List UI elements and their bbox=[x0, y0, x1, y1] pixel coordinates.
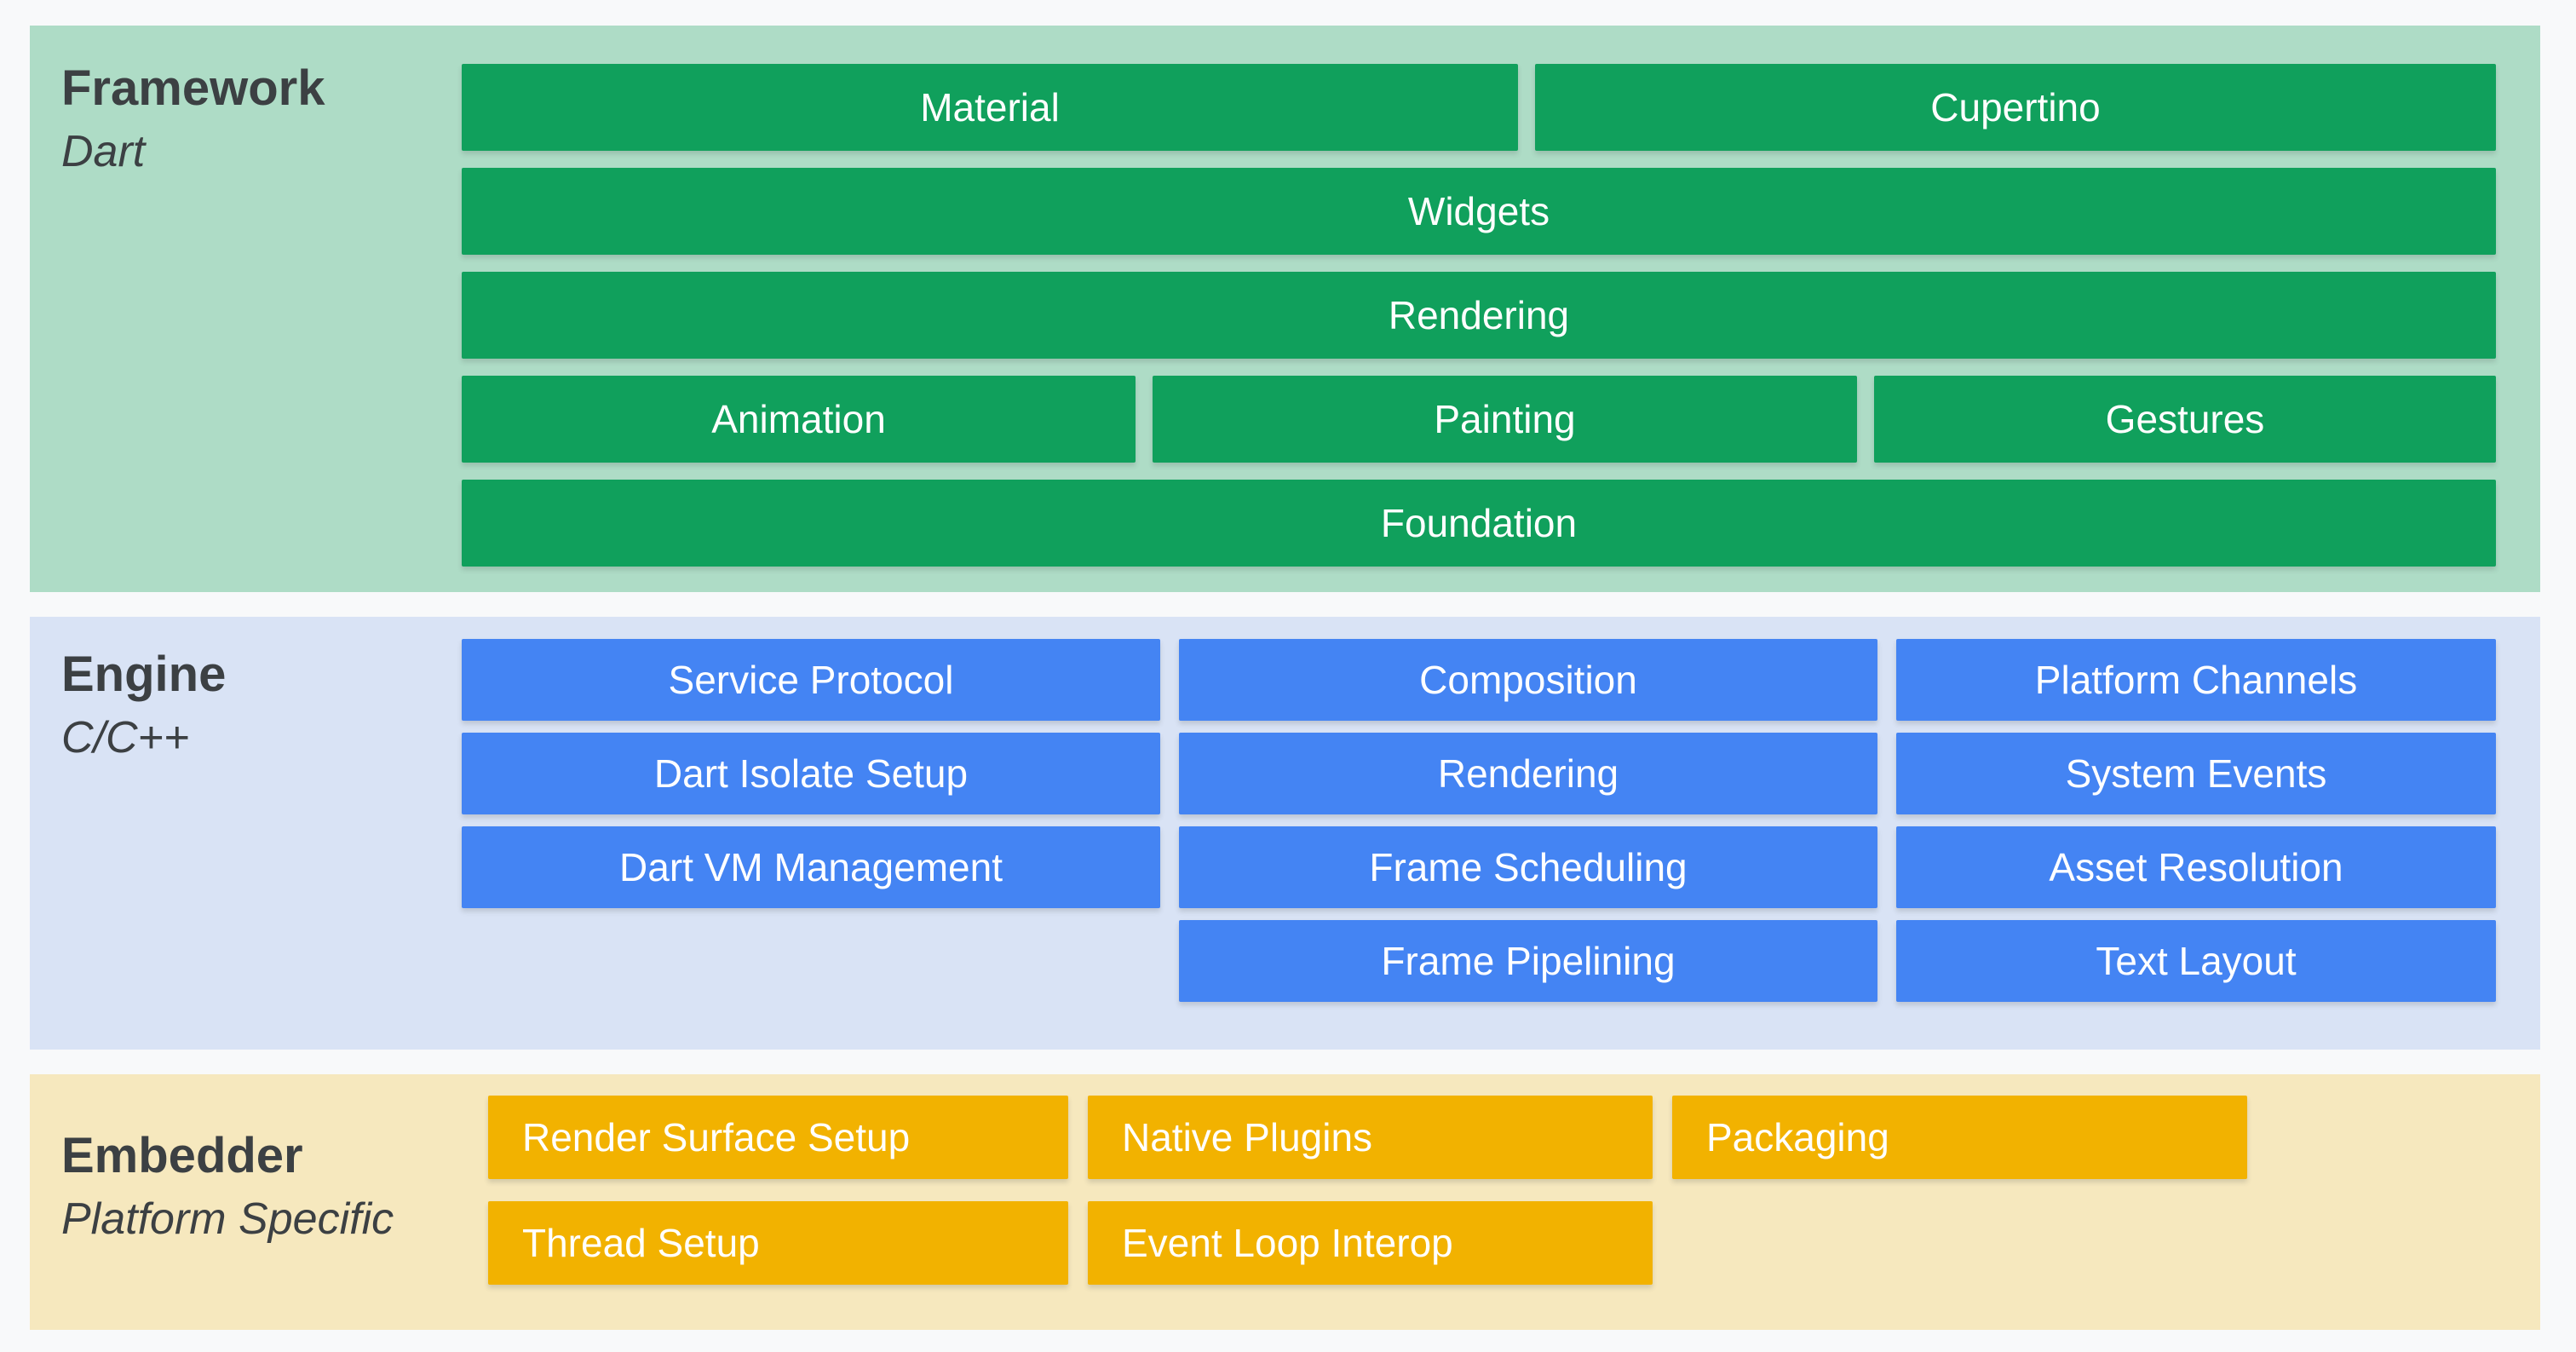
framework-subtitle: Dart bbox=[61, 127, 146, 176]
framework-layer: Framework Dart Material Cupertino Widget… bbox=[30, 26, 2540, 592]
framework-row-3: Rendering bbox=[462, 272, 2496, 359]
framework-row-2: Widgets bbox=[462, 168, 2496, 255]
embedder-column-1: Render Surface Setup Thread Setup bbox=[488, 1096, 1068, 1285]
box-packaging: Packaging bbox=[1672, 1096, 2247, 1179]
engine-label: Engine C/C++ bbox=[61, 642, 226, 768]
embedder-label: Embedder Platform Specific bbox=[61, 1124, 394, 1250]
box-service-protocol: Service Protocol bbox=[462, 639, 1160, 721]
box-foundation: Foundation bbox=[462, 480, 2496, 567]
framework-title: Framework bbox=[61, 60, 325, 116]
engine-subtitle: C/C++ bbox=[61, 713, 190, 762]
box-frame-scheduling: Frame Scheduling bbox=[1179, 826, 1877, 908]
box-event-loop-interop: Event Loop Interop bbox=[1088, 1201, 1653, 1285]
framework-label: Framework Dart bbox=[61, 56, 325, 182]
box-system-events: System Events bbox=[1896, 733, 2496, 814]
engine-layer: Engine C/C++ Service Protocol Dart Isola… bbox=[30, 617, 2540, 1050]
embedder-layer: Embedder Platform Specific Render Surfac… bbox=[30, 1074, 2540, 1330]
box-gestures: Gestures bbox=[1874, 376, 2496, 463]
embedder-subtitle: Platform Specific bbox=[61, 1194, 394, 1244]
engine-column-3: Platform Channels System Events Asset Re… bbox=[1896, 639, 2496, 1002]
box-rendering-framework: Rendering bbox=[462, 272, 2496, 359]
embedder-column-3: Packaging bbox=[1672, 1096, 2247, 1179]
box-widgets: Widgets bbox=[462, 168, 2496, 255]
embedder-boxes: Render Surface Setup Thread Setup Native… bbox=[488, 1096, 2247, 1285]
box-dart-vm-management: Dart VM Management bbox=[462, 826, 1160, 908]
embedder-title: Embedder bbox=[61, 1128, 303, 1183]
box-animation: Animation bbox=[462, 376, 1136, 463]
engine-column-1: Service Protocol Dart Isolate Setup Dart… bbox=[462, 639, 1160, 1002]
framework-boxes: Material Cupertino Widgets Rendering Ani… bbox=[462, 64, 2496, 567]
framework-row-1: Material Cupertino bbox=[462, 64, 2496, 151]
framework-row-4: Animation Painting Gestures bbox=[462, 376, 2496, 463]
box-composition: Composition bbox=[1179, 639, 1877, 721]
engine-title: Engine bbox=[61, 647, 227, 702]
box-cupertino: Cupertino bbox=[1535, 64, 2496, 151]
embedder-column-2: Native Plugins Event Loop Interop bbox=[1088, 1096, 1653, 1285]
engine-column-2: Composition Rendering Frame Scheduling F… bbox=[1179, 639, 1877, 1002]
box-frame-pipelining: Frame Pipelining bbox=[1179, 920, 1877, 1002]
framework-row-5: Foundation bbox=[462, 480, 2496, 567]
box-platform-channels: Platform Channels bbox=[1896, 639, 2496, 721]
box-render-surface-setup: Render Surface Setup bbox=[488, 1096, 1068, 1179]
box-rendering-engine: Rendering bbox=[1179, 733, 1877, 814]
box-painting: Painting bbox=[1153, 376, 1857, 463]
box-dart-isolate-setup: Dart Isolate Setup bbox=[462, 733, 1160, 814]
engine-boxes: Service Protocol Dart Isolate Setup Dart… bbox=[462, 639, 2496, 1002]
box-material: Material bbox=[462, 64, 1518, 151]
box-asset-resolution: Asset Resolution bbox=[1896, 826, 2496, 908]
box-thread-setup: Thread Setup bbox=[488, 1201, 1068, 1285]
box-text-layout: Text Layout bbox=[1896, 920, 2496, 1002]
box-native-plugins: Native Plugins bbox=[1088, 1096, 1653, 1179]
